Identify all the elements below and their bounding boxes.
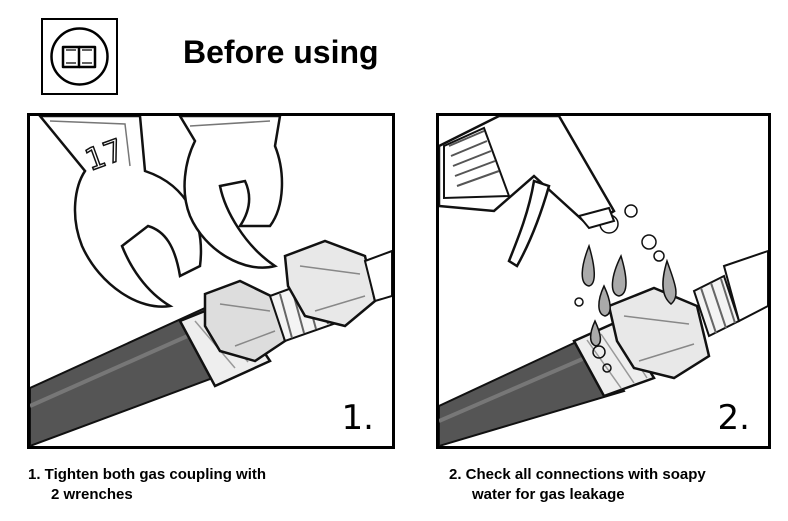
step-1-caption-line1: 1. Tighten both gas coupling with xyxy=(28,466,267,483)
step-2-caption-line2: water for gas leakage xyxy=(472,486,625,503)
manual-icon-frame xyxy=(41,18,118,95)
step-2-caption: 2. Check all connections with soapy wate… xyxy=(449,465,706,505)
step-2-caption-line1: 2. Check all connections with soapy xyxy=(449,466,706,483)
step-1-caption: 1. Tighten both gas coupling with 2 wren… xyxy=(28,465,266,505)
open-book-icon xyxy=(50,27,109,86)
step-1-number: 1. xyxy=(341,398,374,438)
step-2-number: 2. xyxy=(717,398,750,438)
wrenches-illustration: 17 xyxy=(30,116,392,446)
page-title: Before using xyxy=(183,34,379,70)
step-2-illustration: 2. xyxy=(436,113,771,449)
step-1-caption-line2: 2 wrenches xyxy=(51,486,133,503)
spray-bottle-illustration xyxy=(439,116,768,446)
step-1-illustration: 17 1. xyxy=(27,113,395,449)
